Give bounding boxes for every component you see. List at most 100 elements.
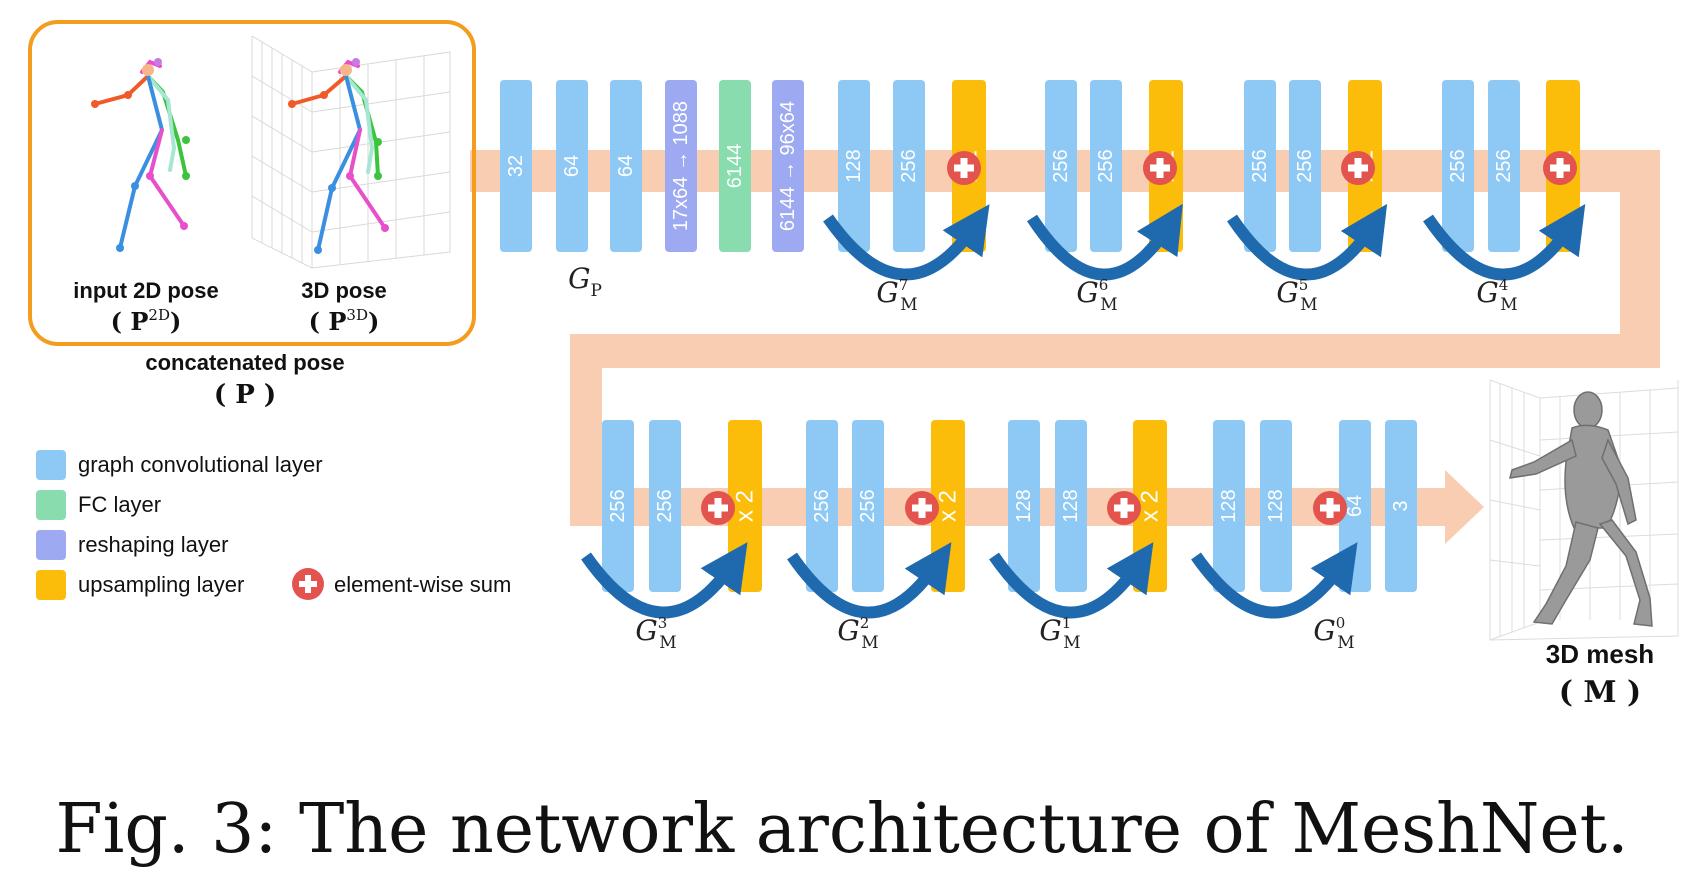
row1-layer-label: 256	[1095, 149, 1117, 182]
element-wise-sum-icon	[1107, 491, 1141, 525]
row2-layer-label: 3	[1390, 500, 1412, 511]
input-2d-pose-label: input 2D pose	[73, 278, 218, 303]
row1-layer-gcn	[1045, 80, 1077, 252]
legend-swatch-fc	[36, 490, 66, 520]
row1-layer-gcn	[500, 80, 532, 252]
element-wise-sum-icon	[947, 151, 981, 185]
row2-skip-arrow	[787, 542, 952, 619]
row1-layer-reshape	[665, 80, 697, 252]
row1-layer-gcn	[893, 80, 925, 252]
row1-layer-label: 256	[1493, 149, 1515, 182]
3d-mesh-output: 3D mesh ( M )	[1489, 379, 1679, 710]
skeleton-2d-icon	[91, 58, 190, 252]
row1-layer-gcn	[556, 80, 588, 252]
skip-connections	[581, 203, 1586, 619]
row2-skip-arrow	[1191, 542, 1358, 619]
legend-swatch-gcn	[36, 450, 66, 480]
3d-pose-label: 3D pose	[301, 278, 387, 303]
row1-layer-gcn	[1244, 80, 1276, 252]
row1-layer-gcn	[1442, 80, 1474, 252]
row1-block-label: GP	[568, 262, 602, 301]
legend-label-gcn: graph convolutional layer	[78, 452, 323, 477]
human-mesh-figure	[1508, 391, 1653, 627]
row1-skip-arrow	[823, 204, 990, 281]
meshnet-architecture-diagram: input 2D pose ( P2D) 3D pose ( P3D) conc…	[28, 20, 1679, 710]
legend-item-reshape: reshaping layer	[36, 530, 228, 560]
row2-layer-label: 256	[811, 489, 833, 522]
row2-skip-arrow	[581, 542, 748, 619]
row1-layer-fc	[719, 80, 751, 252]
row2-layer-gcn	[602, 420, 634, 592]
legend-item-sum: element-wise sum	[292, 568, 511, 600]
row1-skip-arrow	[1227, 203, 1388, 281]
skeleton-3d-icon	[288, 58, 389, 254]
element-wise-sums	[701, 151, 1577, 525]
row1-layer-reshape	[772, 80, 804, 252]
row2-layer-label: x 2	[1137, 490, 1164, 522]
row1-layer-label: 64	[561, 155, 583, 177]
row1-skip-arrow	[1026, 203, 1183, 281]
row1-skip-arrow	[1423, 204, 1586, 281]
row2-layer-gcn	[1008, 420, 1040, 592]
input-2d-pose-symbol: ( P2D)	[111, 306, 182, 336]
row2-skip-arrow	[989, 542, 1154, 619]
figure-number: Fig. 3:	[55, 790, 278, 869]
figure-caption-text: The network architecture of MeshNet.	[298, 790, 1629, 869]
row2-layer-label: 256	[654, 489, 676, 522]
row2-layer-label: x 2	[935, 490, 962, 522]
row1-layer-label: 256	[1050, 149, 1072, 182]
legend-item-gcn: graph convolutional layer	[36, 450, 323, 480]
row1-layer-label: 17x64 → 1088	[670, 101, 692, 231]
row2-layer-label: x 2	[732, 490, 759, 522]
row2-layer-label: 256	[857, 489, 879, 522]
row2-layer-gcn	[852, 420, 884, 592]
row2-layer-label: 64	[1344, 495, 1366, 517]
3d-pose-symbol: ( P3D)	[309, 306, 380, 336]
row1-layer-gcn	[610, 80, 642, 252]
element-wise-sum-icon	[1341, 151, 1375, 185]
row1-layer-label: 256	[898, 149, 920, 182]
pose-box-border	[28, 20, 476, 346]
row1-layer-gcn	[838, 80, 870, 252]
3d-mesh-symbol: ( M )	[1559, 675, 1642, 710]
element-wise-sum-icon	[1313, 491, 1347, 525]
row1-layer-gcn	[1289, 80, 1321, 252]
row1-layer-label: 256	[1249, 149, 1271, 182]
row2-layer-label: 128	[1265, 489, 1287, 522]
row1-layer-label: 128	[843, 149, 865, 182]
legend-label-sum: element-wise sum	[334, 572, 511, 597]
row2-layer-gcn	[1385, 420, 1417, 592]
mesh-grid	[1489, 379, 1679, 641]
concatenated-pose-panel: input 2D pose ( P2D) 3D pose ( P3D) conc…	[28, 20, 476, 410]
legend-label-fc: FC layer	[78, 492, 161, 517]
element-wise-sum-icon	[701, 491, 735, 525]
element-wise-sum-icon	[1543, 151, 1577, 185]
legend-label-reshape: reshaping layer	[78, 532, 228, 557]
row1-layer-label: 256	[1294, 149, 1316, 182]
element-wise-sum-icon	[905, 491, 939, 525]
row1-layer-label: 32	[505, 155, 527, 177]
row2-layer-label: 256	[607, 489, 629, 522]
legend-label-upsample: upsampling layer	[78, 572, 244, 597]
row2-layer-gcn	[1260, 420, 1292, 592]
legend-item-fc: FC layer	[36, 490, 161, 520]
row1-layer-label: 64	[615, 155, 637, 177]
row1-layer-label: 6144	[724, 144, 746, 189]
row2-layer-gcn	[649, 420, 681, 592]
row1-layer-label: 256	[1447, 149, 1469, 182]
row2-layer-label: 128	[1060, 489, 1082, 522]
row2-layer-label: 128	[1218, 489, 1240, 522]
legend: graph convolutional layer FC layer reshapi…	[36, 450, 511, 600]
legend-swatch-reshape	[36, 530, 66, 560]
legend-swatch-upsample	[36, 570, 66, 600]
element-wise-sum-icon	[1143, 151, 1177, 185]
concatenated-pose-label: concatenated pose	[145, 350, 344, 375]
row2-layer-gcn	[1055, 420, 1087, 592]
row1-layer-gcn	[1488, 80, 1520, 252]
